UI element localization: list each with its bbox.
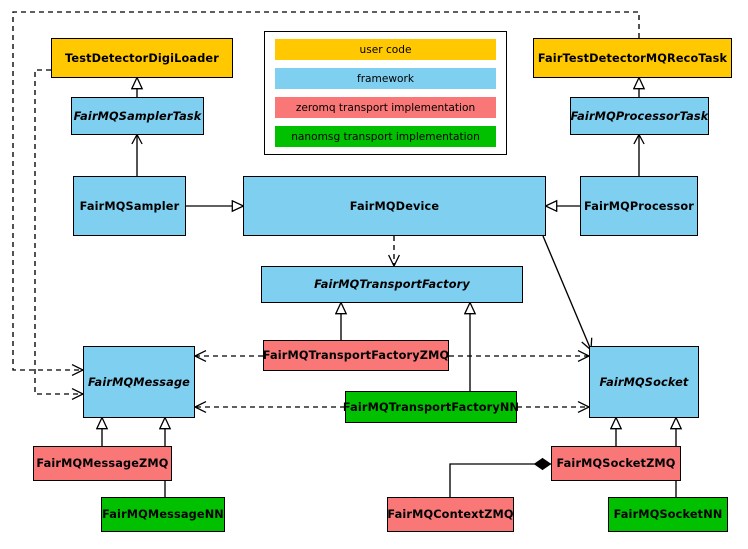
class-node-fairmqprocessortask[interactable]: FairMQProcessorTask — [570, 97, 709, 135]
class-node-fairtestdetectormqrecotask[interactable]: FairTestDetectorMQRecoTask — [533, 38, 732, 78]
class-node-fairmqmessagenn[interactable]: FairMQMessageNN — [101, 497, 225, 532]
class-node-fairmqmessagezmq[interactable]: FairMQMessageZMQ — [33, 446, 172, 481]
class-node-fairmqtransportfactorynn[interactable]: FairMQTransportFactoryNN — [343, 391, 519, 423]
legend-box: user code framework zeromq transport imp… — [264, 31, 507, 155]
legend-item-zeromq: zeromq transport implementation — [275, 97, 496, 118]
class-node-fairmqsampler[interactable]: FairMQSampler — [73, 176, 186, 236]
legend-item-user-code: user code — [275, 39, 496, 60]
legend-item-framework: framework — [275, 68, 496, 89]
legend-item-nanomsg: nanomsg transport implementation — [275, 126, 496, 147]
class-node-fairmqmessage[interactable]: FairMQMessage — [83, 346, 195, 418]
class-node-fairmqsocketzmq[interactable]: FairMQSocketZMQ — [551, 446, 681, 481]
class-node-fairmqcontextzmq[interactable]: FairMQContextZMQ — [387, 497, 514, 532]
class-node-fairmqdevice[interactable]: FairMQDevice — [243, 176, 546, 236]
class-node-fairmqsocket[interactable]: FairMQSocket — [589, 346, 699, 418]
class-node-fairmqtransportfactoryzmq[interactable]: FairMQTransportFactoryZMQ — [263, 340, 449, 371]
class-node-testdetectordigiloader[interactable]: TestDetectorDigiLoader — [51, 38, 233, 78]
class-node-fairmqtransportfactory[interactable]: FairMQTransportFactory — [261, 266, 523, 303]
class-node-fairmqsamplertask[interactable]: FairMQSamplerTask — [71, 97, 204, 135]
class-node-fairmqprocessor[interactable]: FairMQProcessor — [580, 176, 698, 236]
class-node-fairmqsocketnn[interactable]: FairMQSocketNN — [608, 497, 728, 532]
